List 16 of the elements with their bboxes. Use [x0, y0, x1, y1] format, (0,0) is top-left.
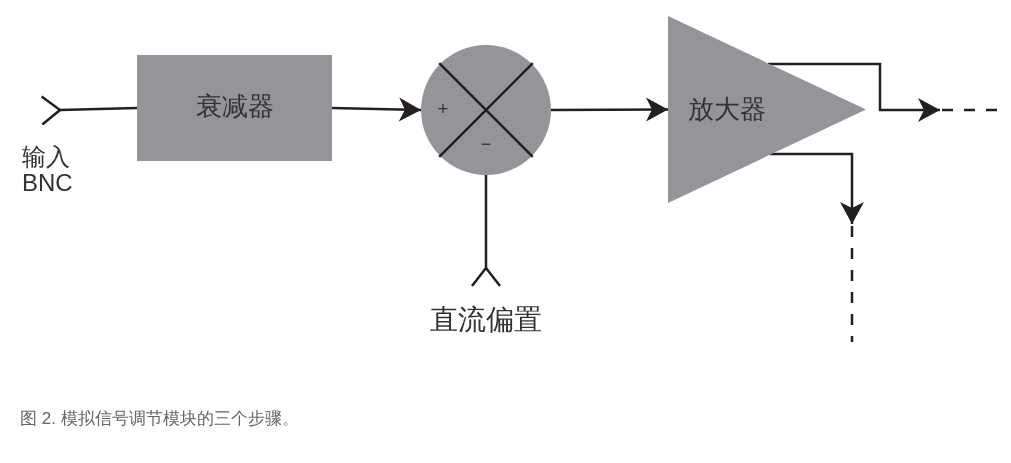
arrow	[551, 97, 668, 122]
input-line	[40, 95, 138, 126]
node-label: 放大器	[688, 96, 767, 122]
amplifier-triangle	[668, 16, 866, 203]
node-label: 衰减器	[194, 93, 275, 119]
node-label: 直流偏置	[429, 306, 543, 334]
mixer-circle	[421, 45, 551, 175]
bias-line	[470, 175, 502, 288]
output-arrow	[768, 62, 940, 122]
node-label: 输入 BNC	[22, 144, 74, 197]
sign-label: +	[436, 100, 450, 118]
sign-label: −	[479, 135, 493, 153]
output-arrow	[770, 152, 864, 224]
attenuator-box	[137, 55, 332, 161]
arrow	[331, 97, 422, 122]
figure-caption: 图 2. 模拟信号调节模块的三个步骤。	[20, 410, 299, 427]
